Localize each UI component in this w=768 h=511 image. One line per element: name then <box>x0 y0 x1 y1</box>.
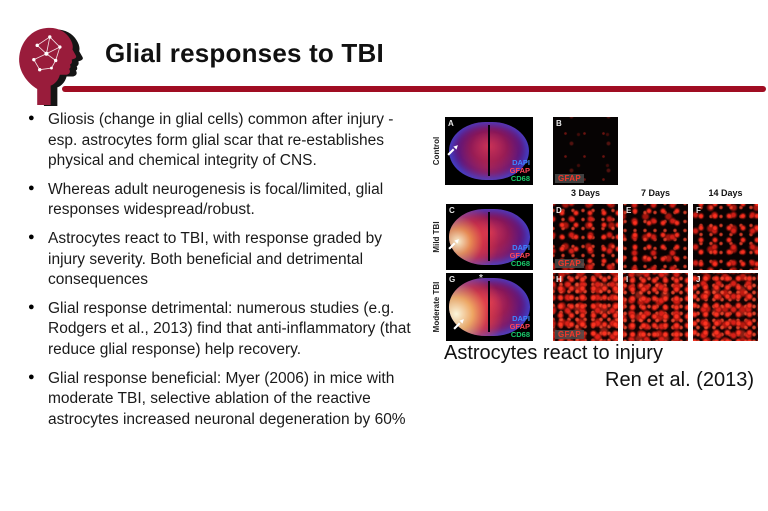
stain-gfap-label: GFAP <box>509 166 530 175</box>
panel-letter: D <box>556 206 562 215</box>
micrograph-panel-f: F <box>693 204 758 270</box>
panel-letter: C <box>449 206 455 215</box>
bullet-item-5: Glial response beneficial: Myer (2006) i… <box>28 369 420 431</box>
gfap-tag: GFAP <box>555 259 584 268</box>
bullet-text: Astrocytes react to TBI, with response g… <box>48 230 382 289</box>
row-label-moderate-tbi: Moderate TBI <box>432 281 441 333</box>
stain-dapi-label: DAPI <box>512 158 530 167</box>
arrow-icon <box>448 239 459 250</box>
brain-section-image <box>449 277 530 337</box>
arrow-icon <box>447 145 458 156</box>
logo-network-nodes <box>32 35 62 72</box>
stain-cd68-label: CD68 <box>510 174 530 183</box>
stain-gfap-label: GFAP <box>509 251 530 260</box>
panel-letter: F <box>696 206 701 215</box>
gfap-tag: GFAP <box>555 174 584 183</box>
figure-citation: Ren et al. (2013) <box>605 369 754 391</box>
brain-head-logo-icon <box>19 27 83 106</box>
bullet-icon <box>28 372 40 431</box>
bullet-text: Glial response detrimental: numerous stu… <box>48 299 411 359</box>
micrograph-panel-e: E <box>623 204 688 270</box>
micrograph-panel-h: H GFAP <box>553 273 618 341</box>
micrograph-panel-i: I <box>623 273 688 341</box>
bullet-item-1: Gliosis (change in glial cells) common a… <box>28 110 420 172</box>
col-header-3-days: 3 Days <box>570 188 601 198</box>
bullet-text: Whereas adult neurogenesis is focal/limi… <box>48 180 384 219</box>
slide-title: Glial responses to TBI <box>105 38 384 68</box>
panel-letter: E <box>626 206 632 215</box>
panel-letter: A <box>448 119 454 128</box>
stain-legend: DAPI GFAP CD68 <box>510 159 530 183</box>
brain-section-image <box>448 121 530 181</box>
panel-letter: H <box>556 275 562 284</box>
row-label-mild-tbi: Mild TBI <box>432 221 441 253</box>
lesion-asterisk-icon <box>479 273 483 284</box>
micrograph-brain-panel-a: A DAPI GFAP CD68 <box>445 117 533 185</box>
bullet-icon <box>28 232 40 291</box>
micrograph-panel-d: D GFAP <box>553 204 618 270</box>
title-divider-rule <box>62 86 766 92</box>
bullet-item-4: Glial response detrimental: numerous stu… <box>28 299 420 361</box>
bullet-icon <box>28 183 40 221</box>
micrograph-panel-b: B GFAP <box>553 117 618 185</box>
logo-head <box>19 27 77 106</box>
micrograph-brain-panel-g: G DAPI GFAP CD68 <box>446 273 533 341</box>
bullet-icon <box>28 302 40 361</box>
stain-dapi-label: DAPI <box>512 314 530 323</box>
col-header-7-days: 7 Days <box>640 188 671 198</box>
figure-astrocytes: Control Mild TBI Moderate TBI 3 Days 7 D… <box>430 110 768 410</box>
bullet-text: Gliosis (change in glial cells) common a… <box>48 111 394 170</box>
stain-gfap-label: GFAP <box>509 322 530 331</box>
stain-cd68-label: CD68 <box>510 259 530 268</box>
panel-letter: G <box>449 275 456 284</box>
panel-letter: J <box>696 275 701 284</box>
panel-letter: I <box>626 275 629 284</box>
arrow-icon <box>453 319 464 330</box>
stain-legend: DAPI GFAP CD68 <box>510 244 530 268</box>
stain-dapi-label: DAPI <box>512 243 530 252</box>
panel-letter: B <box>556 119 562 128</box>
stain-cd68-label: CD68 <box>510 330 530 339</box>
bullet-item-2: Whereas adult neurogenesis is focal/limi… <box>28 180 420 221</box>
logo-network-lines <box>33 36 61 71</box>
bullet-text: Glial response beneficial: Myer (2006) i… <box>48 369 406 428</box>
micrograph-panel-j: J <box>693 273 758 341</box>
col-header-14-days: 14 Days <box>708 188 743 198</box>
bullet-icon <box>28 113 40 172</box>
brain-section-image <box>449 208 530 266</box>
figure-caption: Astrocytes react to injury <box>444 342 663 364</box>
bullet-list: Gliosis (change in glial cells) common a… <box>28 110 420 439</box>
bullet-item-3: Astrocytes react to TBI, with response g… <box>28 229 420 291</box>
gfap-tag: GFAP <box>555 330 584 339</box>
row-label-control: Control <box>432 136 441 166</box>
stain-legend: DAPI GFAP CD68 <box>510 315 530 339</box>
micrograph-brain-panel-c: C DAPI GFAP CD68 <box>446 204 533 270</box>
